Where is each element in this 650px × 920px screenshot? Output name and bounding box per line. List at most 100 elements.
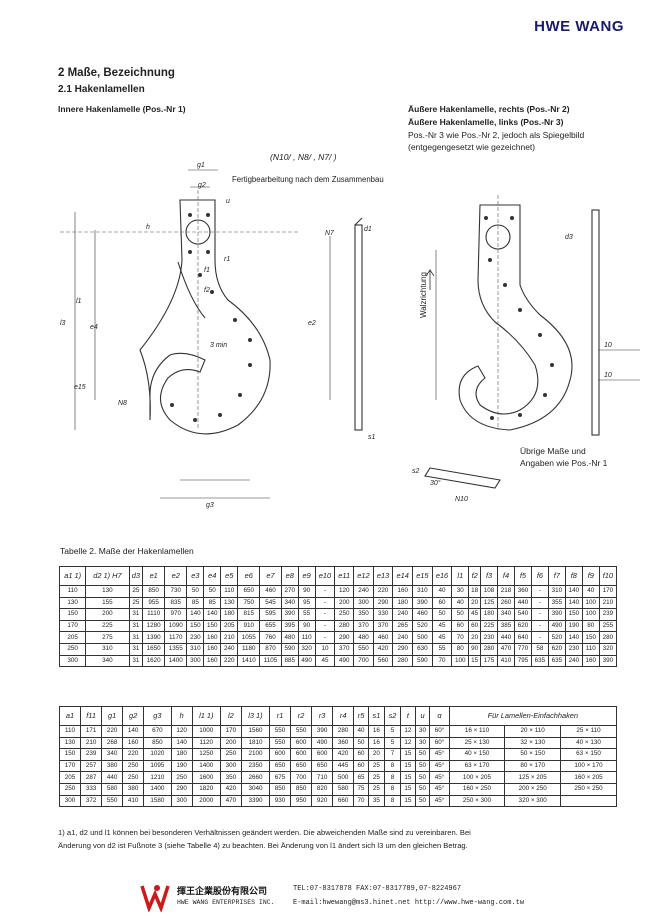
table-cell: 240 (392, 631, 414, 644)
table-cell: 240 (564, 654, 583, 668)
table-cell: 160 (392, 585, 414, 598)
table-cell: 600 (290, 736, 313, 750)
table-cell: 220 (101, 725, 124, 738)
table-cell: 1090 (164, 619, 188, 633)
table-cell: 40 (353, 725, 369, 738)
table-cell: 50 (431, 608, 453, 621)
column-header: u (414, 706, 431, 726)
table-cell: 320 × 300 (504, 794, 562, 808)
dim-d3: d3 (565, 234, 573, 241)
table-cell: 1105 (259, 654, 282, 668)
table-cell: 260 (497, 596, 515, 610)
table-cell: 620 (513, 619, 532, 633)
table-cell: 595 (259, 608, 282, 621)
table-cell: 280 (392, 654, 414, 668)
dim-n7: N7 (325, 230, 334, 237)
column-header: e10 (314, 566, 336, 586)
table-cell: 420 (372, 642, 394, 656)
table-cell: 31 (128, 608, 144, 621)
table-cell: 310 (85, 642, 130, 656)
table-cell: 280 (332, 725, 355, 738)
column-header: s1 (367, 706, 385, 726)
table-cell: 200 (85, 608, 130, 621)
table-cell: - (314, 631, 336, 644)
table-cell: 100 × 170 (560, 759, 617, 773)
table-cell: 650 (290, 759, 313, 773)
table-cell: 250 × 250 (560, 782, 617, 796)
table-cell: 290 (334, 631, 355, 644)
table-cell: 3390 (240, 794, 271, 808)
table-cell: 290 (392, 642, 414, 656)
table-cell: 850 (290, 782, 313, 796)
table-cell: 2000 (191, 794, 221, 808)
table-cell: 240 (220, 642, 239, 656)
column-header: r5 (353, 706, 369, 726)
table-cell: - (314, 608, 336, 621)
table-cell: 125 × 205 (504, 771, 562, 784)
table-cell: 200 (219, 736, 242, 750)
company-name-english: HWE WANG ENTERPRISES INC. (177, 899, 275, 906)
table-cell: 480 (353, 631, 374, 644)
column-header: e6 (237, 566, 261, 586)
table-cell: 150 (58, 608, 87, 621)
column-header: l2 (219, 706, 242, 726)
table-cell: 1170 (164, 631, 188, 644)
table-cell: 250 (122, 759, 145, 773)
table-cell: 190 (564, 619, 583, 633)
column-header: e7 (259, 566, 282, 586)
table-cell: 25 (128, 585, 144, 598)
table-cell: 970 (164, 608, 188, 621)
table-cell: 1110 (142, 608, 166, 621)
column-header: d2 1) H7 (85, 566, 130, 586)
table-cell: 85 (186, 596, 205, 610)
table-cell: 265 (392, 619, 414, 633)
table-cell: 140 (564, 585, 583, 598)
table-cell: 280 (334, 619, 355, 633)
table-cell: 100 (581, 608, 600, 621)
table-cell: 15 (468, 654, 482, 668)
table-cell: 600 (269, 748, 292, 761)
table-cell: 205 (58, 631, 87, 644)
dim-l1: l1 (76, 298, 82, 305)
table-cell: 460 (259, 585, 282, 598)
table-cell: 275 (85, 631, 130, 644)
column-header: f7 (547, 566, 566, 586)
inner-hook-outline (139, 199, 271, 435)
table-cell: 200 (334, 596, 355, 610)
table-cell: 60 (353, 748, 369, 761)
table-cell: 372 (80, 794, 103, 808)
table-cell: 150 (186, 619, 205, 633)
table-cell: 70 (353, 794, 369, 808)
table-cell: 58 (530, 642, 549, 656)
table-cell: 355 (547, 596, 566, 610)
footnote-line-2: Änderung von d2 ist Fußnote 3 (siehe Tab… (58, 841, 468, 850)
table-cell: 1560 (240, 725, 271, 738)
table-cell: 520 (547, 631, 566, 644)
table-cell: 650 (269, 759, 292, 773)
table-cell: 155 (85, 596, 130, 610)
table-cell: 750 (237, 596, 261, 610)
table-cell: 205 (58, 771, 82, 784)
column-header: f9 (581, 566, 600, 586)
table-cell: 25 (367, 771, 385, 784)
table-cell: 40 (581, 585, 600, 598)
table-cell: 290 (170, 782, 193, 796)
table-cell: 390 (311, 725, 334, 738)
table-cell: 170 (219, 725, 242, 738)
table-cell: 300 (58, 654, 87, 668)
table-cell: 310 (412, 585, 433, 598)
table-cell: 385 (497, 619, 515, 633)
table-cell: 350 (353, 608, 374, 621)
table-cell: 40 × 150 (448, 748, 506, 761)
table-cell: 1055 (237, 631, 261, 644)
table-cell: 480 (280, 631, 299, 644)
table-cell: 1095 (143, 759, 172, 773)
table-cell: 670 (143, 725, 172, 738)
table-cell: 160 × 205 (560, 771, 617, 784)
table-cell: 290 (372, 596, 394, 610)
footnote: 1) a1, d2 und l1 können bei besonderen V… (58, 826, 618, 852)
table-cell: 15 (400, 782, 416, 796)
